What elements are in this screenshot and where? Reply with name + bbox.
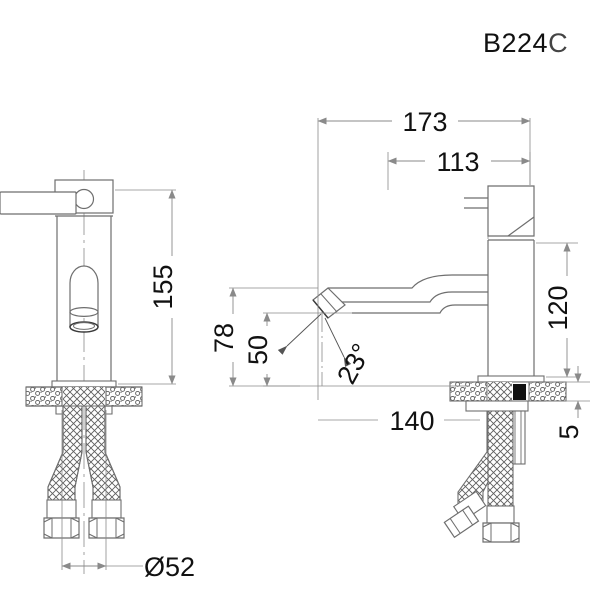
body-outline bbox=[56, 216, 112, 386]
spout-aerator-ellipse-lower bbox=[69, 321, 99, 333]
drawing-title: B224C bbox=[483, 28, 568, 58]
dim-5-label: 5 bbox=[554, 424, 584, 439]
stud-thread-lines bbox=[514, 411, 522, 464]
side-body-outline bbox=[487, 240, 535, 382]
dim-50-label: 50 bbox=[243, 335, 273, 365]
side-hex-nut-right bbox=[482, 522, 520, 543]
spout-top-edge bbox=[328, 274, 488, 289]
escutcheon-collar bbox=[51, 380, 117, 388]
aerator-nozzle-face bbox=[320, 293, 338, 313]
cartridge-chamfer bbox=[507, 216, 535, 237]
shank-window-sides bbox=[61, 387, 107, 406]
dim-52-label: Ø52 bbox=[144, 552, 195, 582]
front-elevation-view bbox=[25, 170, 143, 574]
hose-ferrule-left bbox=[46, 499, 77, 519]
seal-washer bbox=[513, 384, 526, 400]
hose-ferrule-right bbox=[91, 499, 122, 519]
mounting-plate bbox=[465, 400, 529, 412]
dimension-23deg: 23° bbox=[277, 312, 377, 389]
dim-140-label: 140 bbox=[389, 406, 434, 436]
side-ferrule-right bbox=[486, 505, 515, 524]
drawing-title-suffix: C bbox=[548, 28, 568, 58]
dimension-120: 120 bbox=[536, 242, 584, 378]
flex-hose-left bbox=[43, 405, 83, 539]
side-shank-braid bbox=[488, 382, 512, 401]
dim-23-leader-b bbox=[324, 317, 352, 367]
escutcheon-step bbox=[55, 406, 113, 415]
dim-23-leader-a bbox=[277, 313, 322, 355]
spout-aerator-ellipse-upper bbox=[69, 307, 99, 318]
handle-pivot-circle bbox=[73, 188, 95, 210]
hex-nut-left bbox=[43, 517, 80, 539]
dim-113-label: 113 bbox=[436, 147, 479, 177]
drawing-title-main: B224 bbox=[483, 28, 548, 58]
lever-neck bbox=[464, 197, 490, 209]
cartridge-head bbox=[487, 185, 535, 237]
side-flex-hose-right bbox=[482, 410, 520, 543]
dimension-5: 5 bbox=[546, 366, 590, 440]
dim-78-label: 78 bbox=[209, 323, 239, 353]
dim-173-label: 173 bbox=[402, 107, 447, 137]
lever-handle bbox=[0, 191, 77, 215]
side-elevation-view bbox=[0, 185, 567, 543]
flex-hose-right bbox=[85, 405, 125, 539]
aerator-outlet bbox=[312, 299, 329, 319]
shank-braid-fill bbox=[63, 387, 105, 406]
dimension-140: 140 bbox=[318, 402, 480, 438]
spout-bottom-edge bbox=[352, 304, 488, 314]
dimension-113: 113 bbox=[387, 143, 531, 190]
hex-nut-right bbox=[88, 517, 125, 539]
side-escutcheon-collar bbox=[477, 375, 545, 383]
aerator-sides bbox=[69, 312, 99, 327]
dim-23-label: 23° bbox=[331, 339, 377, 389]
spout-inner-edge bbox=[342, 291, 488, 303]
spout-front-capsule bbox=[69, 265, 99, 313]
dim-120-label: 120 bbox=[543, 285, 573, 330]
spout-aerator-inner bbox=[73, 322, 95, 330]
dimension-155: 155 bbox=[115, 189, 189, 385]
side-hex-nut-left bbox=[443, 505, 480, 539]
dim-155-label: 155 bbox=[148, 264, 178, 309]
dimension-d52: Ø52 bbox=[61, 410, 195, 582]
dimension-173: 173 bbox=[317, 102, 531, 400]
